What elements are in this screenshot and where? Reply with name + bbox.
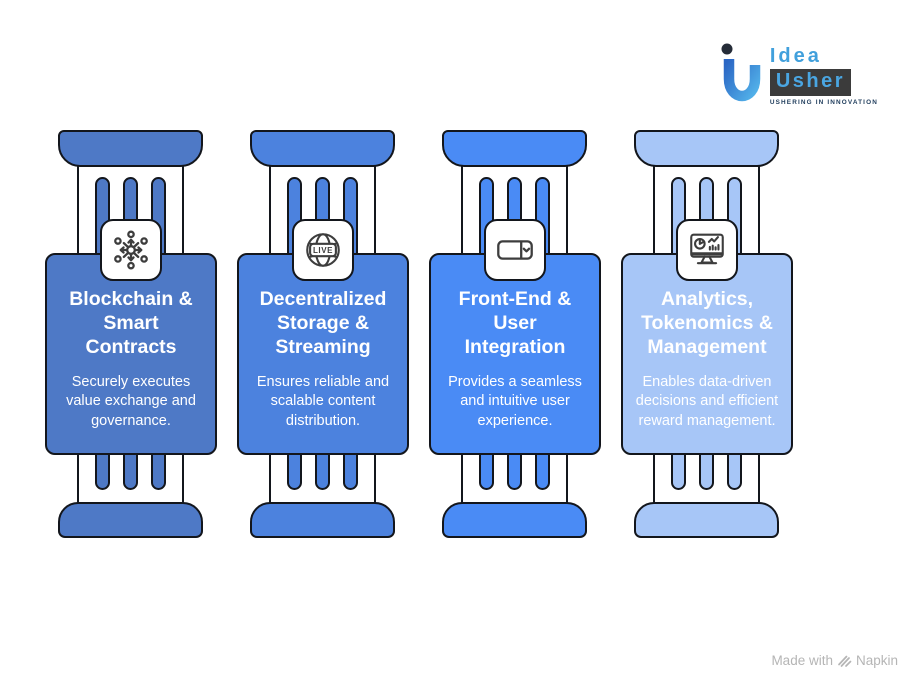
pillar-title: Analytics, Tokenomics & Management: [641, 288, 773, 358]
pillar-card: Front-End & User Integration Provides a …: [429, 253, 601, 455]
pillar-description: Securely executes value exchange and gov…: [66, 374, 196, 429]
live-globe-icon: LIVE: [306, 233, 340, 267]
pillar-base: [58, 502, 203, 538]
logo-tagline: USHERING IN INNOVATION: [769, 99, 878, 106]
pillar-title: Front-End & User Integration: [458, 288, 572, 358]
analytics-monitor-icon: [690, 233, 724, 265]
pillar-front-end-user-integration: Front-End & User Integration Provides a …: [429, 130, 601, 538]
pillar-icon-box: [100, 219, 162, 281]
made-with-napkin: Made with Napkin: [771, 653, 898, 668]
pillar-capital: [634, 130, 779, 167]
pillar-title: Blockchain & Smart Contracts: [69, 288, 193, 358]
live-label: LIVE: [313, 246, 333, 255]
pillar-analytics-tokenomics-management: Analytics, Tokenomics & Management Enabl…: [621, 130, 793, 538]
pillar-capital: [442, 130, 587, 167]
logo-brand-top: Idea: [769, 45, 822, 67]
pillar-description: Enables data-driven decisions and effici…: [635, 374, 779, 429]
made-with-label: Made with: [771, 653, 833, 668]
idea-usher-logo: Idea Usher USHERING IN INNOVATION: [719, 40, 878, 106]
pillar-card: Analytics, Tokenomics & Management Enabl…: [621, 253, 793, 455]
network-nodes-icon: [114, 230, 148, 270]
napkin-logo-icon: [838, 655, 852, 667]
dropdown-window-icon: [497, 240, 533, 260]
pillar-blockchain-smart-contracts: Blockchain & Smart Contracts Securely ex…: [45, 130, 217, 538]
pillar-description: Ensures reliable and scalable content di…: [256, 374, 390, 429]
logo-brand-bottom: Usher: [769, 69, 852, 96]
pillar-base: [634, 502, 779, 538]
pillar-title: Decentralized Storage & Streaming: [259, 288, 387, 358]
pillar-base: [442, 502, 587, 538]
napkin-brand-label: Napkin: [855, 653, 898, 668]
pillar-icon-box: [484, 219, 546, 281]
idea-usher-u-icon: [721, 43, 761, 102]
pillar-capital: [58, 130, 203, 167]
pillar-base: [250, 502, 395, 538]
pillar-icon-box: [676, 219, 738, 281]
pillar-decentralized-storage-streaming: Decentralized Storage & Streaming Ensure…: [237, 130, 409, 538]
pillar-icon-box: LIVE: [292, 219, 354, 281]
pillar-description: Provides a seamless and intuitive user e…: [448, 374, 582, 429]
pillar-capital: [250, 130, 395, 167]
pillar-card: Blockchain & Smart Contracts Securely ex…: [45, 253, 217, 455]
pillar-card: Decentralized Storage & Streaming Ensure…: [237, 253, 409, 455]
